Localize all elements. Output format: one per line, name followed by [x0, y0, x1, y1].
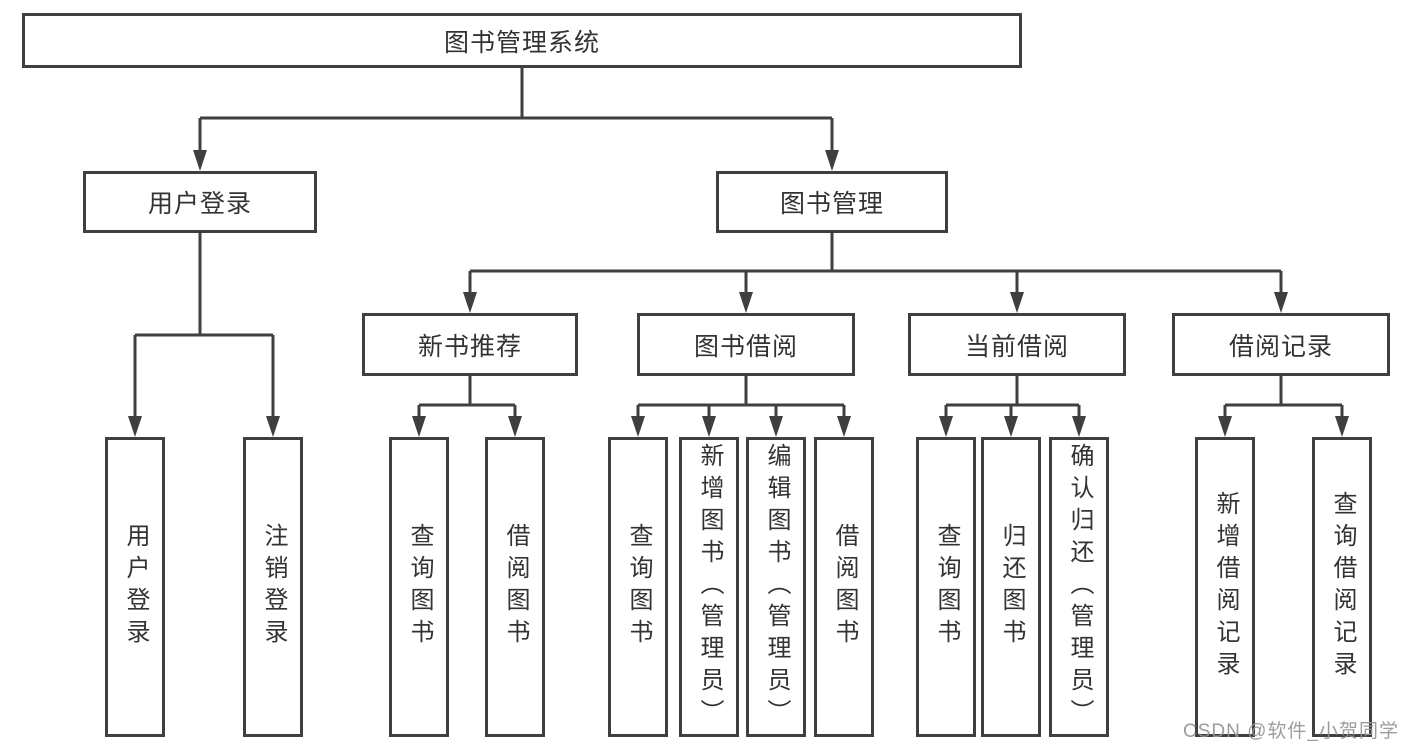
node-label: 编辑图书（管理员） — [763, 443, 790, 731]
node-label: 当前借阅 — [964, 332, 1069, 361]
leaf-add-borrow-record: 新增借阅记录 — [1195, 437, 1255, 737]
node-new-book-recommendation: 新书推荐 — [362, 313, 578, 376]
node-label: 查询图书 — [933, 523, 960, 651]
node-label: 用户登录 — [147, 190, 252, 218]
leaf-confirm-return-admin: 确认归还（管理员） — [1049, 437, 1109, 737]
leaf-query-books-current: 查询图书 — [916, 437, 976, 737]
node-label: 借阅图书 — [831, 523, 858, 651]
node-label: 借阅图书 — [502, 523, 529, 651]
node-label: 图书管理 — [779, 190, 884, 218]
leaf-edit-book-admin: 编辑图书（管理员） — [746, 437, 806, 737]
node-current-borrowing: 当前借阅 — [908, 313, 1126, 376]
node-borrowing-records: 借阅记录 — [1172, 313, 1390, 376]
node-book-borrowing: 图书借阅 — [637, 313, 855, 376]
leaf-query-borrow-record: 查询借阅记录 — [1312, 437, 1372, 737]
leaf-query-books-borrow: 查询图书 — [608, 437, 668, 737]
node-label: 查询图书 — [625, 523, 652, 651]
node-label: 归还图书 — [998, 523, 1025, 651]
node-label: 新增借阅记录 — [1212, 491, 1239, 683]
node-label: 借阅记录 — [1228, 332, 1333, 361]
node-label: 查询图书 — [406, 523, 433, 651]
leaf-borrow-books-recommend: 借阅图书 — [485, 437, 545, 737]
node-user-login: 用户登录 — [83, 171, 317, 233]
leaf-borrow-books: 借阅图书 — [814, 437, 874, 737]
node-label: 新书推荐 — [417, 332, 522, 361]
node-library-management-system: 图书管理系统 — [22, 13, 1022, 68]
leaf-logout: 注销登录 — [243, 437, 303, 737]
node-label: 图书借阅 — [693, 332, 798, 361]
node-label: 查询借阅记录 — [1329, 491, 1356, 683]
node-label: 图书管理系统 — [443, 28, 600, 57]
node-label: 用户登录 — [122, 523, 149, 651]
node-label: 确认归还（管理员） — [1066, 443, 1093, 731]
leaf-query-books-recommend: 查询图书 — [389, 437, 449, 737]
csdn-watermark: CSDN @软件_小贺同学 — [1183, 721, 1399, 742]
node-book-management: 图书管理 — [716, 171, 948, 233]
leaf-user-login: 用户登录 — [105, 437, 165, 737]
node-label: 新增图书（管理员） — [696, 443, 723, 731]
node-label: 注销登录 — [260, 523, 287, 651]
leaf-return-books: 归还图书 — [981, 437, 1041, 737]
leaf-add-book-admin: 新增图书（管理员） — [679, 437, 739, 737]
arrowhead-group — [128, 150, 1349, 437]
